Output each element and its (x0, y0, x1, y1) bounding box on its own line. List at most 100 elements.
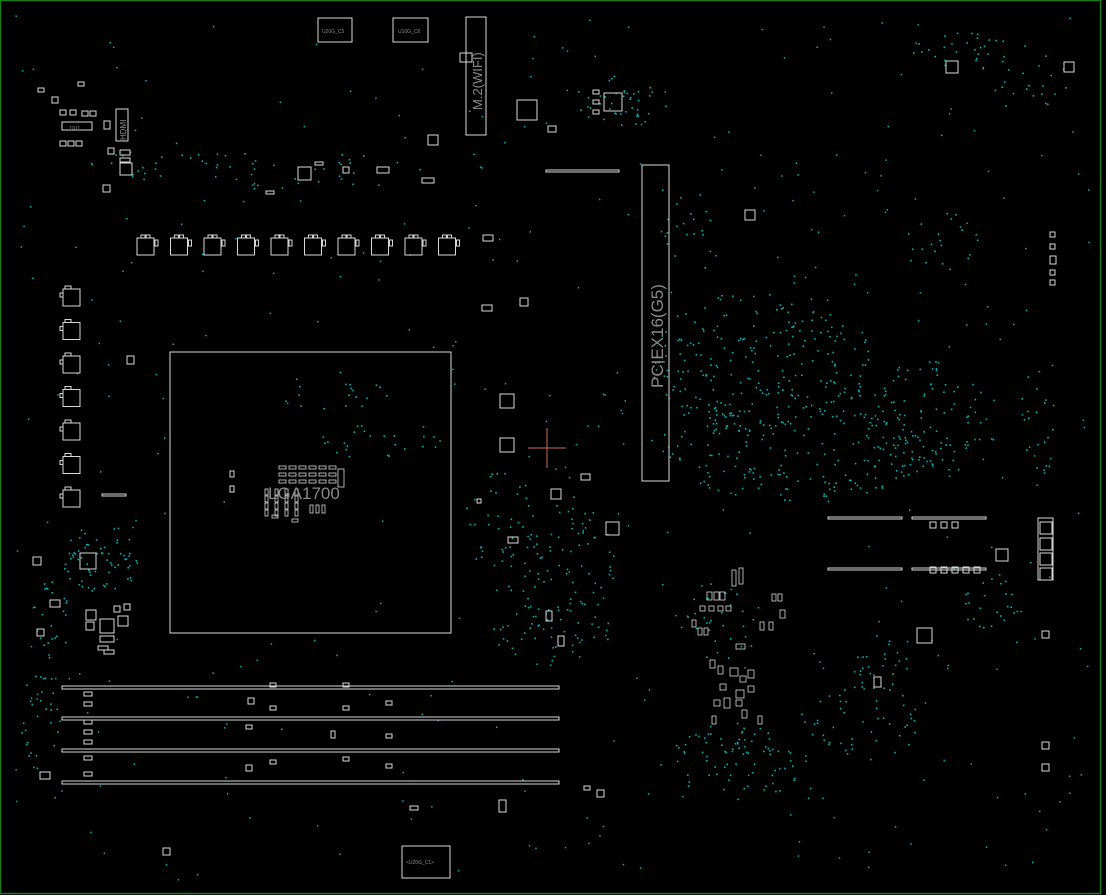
via (588, 573, 590, 575)
part (545, 610, 553, 622)
via (25, 743, 28, 746)
via (945, 444, 947, 446)
via (627, 213, 630, 216)
via (345, 448, 348, 451)
via (725, 416, 727, 418)
via (451, 680, 453, 683)
via (850, 488, 853, 491)
via (381, 520, 384, 522)
via (722, 413, 724, 415)
via (946, 212, 948, 215)
via (252, 184, 254, 186)
via (779, 790, 781, 792)
via (569, 598, 572, 600)
via (134, 129, 137, 132)
via (346, 445, 349, 447)
via (1030, 562, 1032, 564)
via (97, 731, 100, 733)
via (705, 741, 707, 744)
via (801, 374, 803, 376)
via (1011, 593, 1013, 596)
via (510, 565, 513, 568)
via (911, 457, 913, 460)
via (980, 391, 982, 394)
via (863, 459, 866, 462)
via (664, 235, 667, 238)
via (592, 591, 595, 594)
via (900, 471, 903, 473)
part (592, 99, 600, 105)
via (904, 378, 907, 381)
via (1026, 449, 1028, 451)
via (527, 606, 530, 609)
via (300, 405, 302, 407)
via (297, 182, 300, 184)
via (131, 175, 134, 178)
via (992, 438, 995, 441)
via (86, 712, 89, 714)
via (768, 392, 770, 395)
via (774, 425, 777, 427)
via (1045, 829, 1048, 831)
via (679, 353, 681, 355)
via (91, 590, 94, 592)
via (807, 428, 810, 430)
via (686, 615, 689, 617)
via (893, 401, 895, 403)
chipset-part (719, 591, 726, 601)
via (767, 732, 770, 734)
socket-pad (298, 472, 307, 477)
via (686, 404, 689, 407)
via (666, 369, 669, 372)
via (720, 738, 722, 740)
via (943, 759, 945, 762)
via (1006, 605, 1009, 608)
via (832, 351, 834, 354)
vrm-phase (62, 288, 81, 307)
via (787, 311, 789, 314)
via (672, 389, 674, 391)
via (773, 331, 775, 334)
via (629, 98, 631, 100)
via (738, 451, 740, 453)
via (777, 382, 780, 384)
via (883, 420, 885, 423)
via (712, 389, 715, 391)
via (572, 522, 575, 525)
via (704, 307, 706, 309)
component (162, 847, 171, 856)
via (348, 394, 350, 396)
via (32, 606, 35, 609)
via (884, 393, 887, 396)
via (820, 316, 823, 319)
via (811, 330, 813, 332)
via (780, 464, 782, 467)
via (330, 257, 332, 259)
via (833, 490, 836, 492)
via (575, 443, 578, 446)
via (903, 414, 906, 417)
via (327, 441, 329, 443)
via (794, 374, 797, 377)
via (1065, 87, 1067, 89)
via (584, 527, 587, 529)
via (898, 418, 900, 421)
via (597, 425, 600, 427)
via (226, 723, 228, 725)
via (739, 425, 741, 427)
via (613, 555, 615, 557)
via (623, 91, 626, 93)
via (281, 187, 284, 189)
via (506, 640, 509, 642)
part (342, 166, 350, 174)
vrm-cap (389, 239, 393, 247)
socket-pad (284, 502, 289, 510)
via (686, 344, 689, 347)
via (524, 575, 526, 578)
via (29, 700, 32, 702)
dimm-part (247, 697, 255, 705)
via (664, 434, 666, 436)
vrm-phase (170, 237, 188, 256)
via (862, 364, 864, 366)
via (729, 412, 731, 415)
